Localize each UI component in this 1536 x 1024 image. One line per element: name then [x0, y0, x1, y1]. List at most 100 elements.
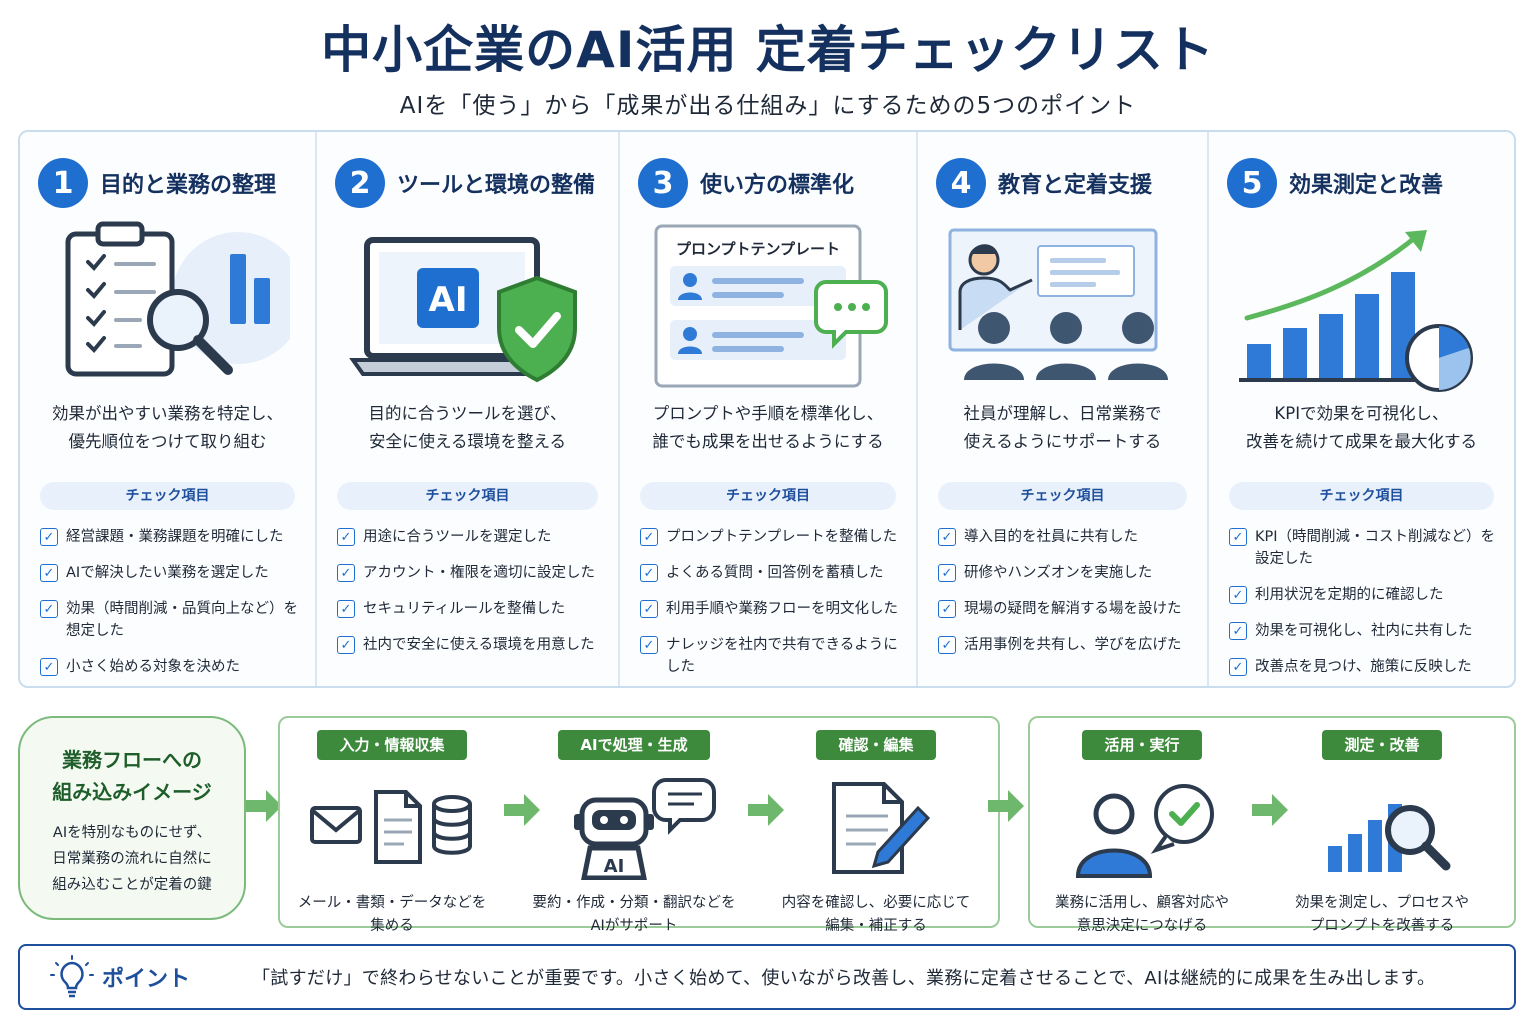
workflow-step-review: 確認・編集 内容を確認し、必要に応じて編集・補正する	[766, 730, 986, 938]
check-items-label: チェック項目	[40, 482, 295, 510]
column-purpose: 1 目的と業務の整理 効果が出やすい業務を特定し、優先順位をつけて取り組む チェッ…	[20, 132, 317, 686]
check-list: ✓KPI（時間削減・コスト削減など）を設定した ✓利用状況を定期的に確認した ✓…	[1229, 526, 1506, 692]
arrow-right-icon	[246, 790, 282, 822]
step-text: メール・書類・データなどを集める	[297, 895, 487, 934]
checkbox-checked-icon[interactable]: ✓	[40, 658, 58, 676]
document-pen-icon	[832, 782, 931, 874]
step-label: AIで処理・生成	[558, 730, 710, 760]
check-item[interactable]: ✓効果（時間削減・品質向上など）を想定した	[40, 598, 307, 642]
workflow-intro-text: AIを特別なものにせず、日常業務の流れに自然に組み込むことが定着の鍵	[52, 825, 212, 893]
point-label: ポイント	[102, 967, 191, 992]
check-items-label: チェック項目	[337, 482, 598, 510]
check-list: ✓プロンプトテンプレートを整備した ✓よくある質問・回答例を蓄積した ✓利用手順…	[640, 526, 908, 692]
check-item[interactable]: ✓利用状況を定期的に確認した	[1229, 584, 1506, 606]
check-item[interactable]: ✓よくある質問・回答例を蓄積した	[640, 562, 908, 584]
check-item[interactable]: ✓小さく始める対象を決めた	[40, 656, 307, 678]
svg-text:AI: AI	[429, 280, 468, 320]
workflow-step-input: 入力・情報収集 メール・書類・データなどを集める	[282, 730, 502, 938]
point-text: 「試すだけ」で終わらせないことが重要です。小さく始めて、使いながら改善し、業務に…	[252, 968, 1436, 989]
checkbox-checked-icon[interactable]: ✓	[640, 564, 658, 582]
column-description: KPIで効果を可視化し、改善を続けて成果を最大化する	[1246, 404, 1477, 451]
checkbox-checked-icon[interactable]: ✓	[337, 528, 355, 546]
column-title: ツールと環境の整備	[397, 173, 596, 198]
column-description: プロンプトや手順を標準化し、誰でも成果を出せるようにする	[652, 404, 884, 451]
check-item[interactable]: ✓プロンプトテンプレートを整備した	[640, 526, 908, 548]
checkbox-checked-icon[interactable]: ✓	[40, 528, 58, 546]
training-presentation-icon	[948, 228, 1168, 380]
step-number: 2	[335, 158, 385, 208]
check-list: ✓経営課題・業務課題を明確にした ✓AIで解決したい業務を選定した ✓効果（時間…	[40, 526, 307, 692]
column-title: 使い方の標準化	[700, 173, 855, 198]
column-title: 目的と業務の整理	[100, 173, 277, 198]
checkbox-checked-icon[interactable]: ✓	[1229, 658, 1247, 676]
chart-magnifier-icon	[1328, 804, 1451, 872]
checkbox-checked-icon[interactable]: ✓	[337, 600, 355, 618]
arrow-right-icon	[748, 794, 784, 826]
check-item[interactable]: ✓経営課題・業務課題を明確にした	[40, 526, 307, 548]
checkbox-checked-icon[interactable]: ✓	[938, 528, 956, 546]
laptop-shield-icon: AI	[349, 237, 577, 383]
check-item[interactable]: ✓改善点を見つけ、施策に反映した	[1229, 656, 1506, 678]
arrow-right-icon	[1252, 794, 1288, 826]
check-item[interactable]: ✓研修やハンズオンを実施した	[938, 562, 1199, 584]
checkbox-checked-icon[interactable]: ✓	[938, 636, 956, 654]
checkbox-checked-icon[interactable]: ✓	[640, 600, 658, 618]
arrow-right-icon	[504, 794, 540, 826]
step-text: 業務に活用し、顧客対応や意思決定につなげる	[1055, 895, 1229, 934]
check-item[interactable]: ✓用途に合うツールを選定した	[337, 526, 610, 548]
step-label: 確認・編集	[816, 730, 936, 760]
check-item[interactable]: ✓KPI（時間削減・コスト削減など）を設定した	[1229, 526, 1506, 570]
check-item[interactable]: ✓効果を可視化し、社内に共有した	[1229, 620, 1506, 642]
check-item[interactable]: ✓活用事例を共有し、学びを広げた	[938, 634, 1199, 656]
checkbox-checked-icon[interactable]: ✓	[40, 600, 58, 618]
step-label: 測定・改善	[1322, 730, 1442, 760]
check-item[interactable]: ✓ナレッジを社内で共有できるようにした	[640, 634, 908, 678]
check-item[interactable]: ✓アカウント・権限を適切に設定した	[337, 562, 610, 584]
check-items-label: チェック項目	[640, 482, 896, 510]
workflow-step-measure: 測定・改善 効果を測定し、プロセスやプロンプトを改善する	[1272, 730, 1492, 938]
svg-text:AI: AI	[604, 856, 625, 877]
checkbox-checked-icon[interactable]: ✓	[1229, 586, 1247, 604]
check-list: ✓導入目的を社員に共有した ✓研修やハンズオンを実施した ✓現場の疑問を解消する…	[938, 526, 1199, 670]
prompt-template-icon: プロンプトテンプレート	[654, 224, 888, 388]
check-item[interactable]: ✓セキュリティルールを整備した	[337, 598, 610, 620]
check-item[interactable]: ✓利用手順や業務フローを明文化した	[640, 598, 908, 620]
robot-chat-icon: AI	[574, 778, 716, 881]
growth-chart-icon	[1239, 230, 1473, 392]
clipboard-magnifier-icon	[65, 221, 290, 377]
page-subtitle: AIを「使う」から「成果が出る仕組み」にするための5つのポイント	[399, 93, 1137, 119]
column-description: 目的に合うツールを選び、安全に使える環境を整える	[368, 404, 567, 451]
checkbox-checked-icon[interactable]: ✓	[337, 564, 355, 582]
checkbox-checked-icon[interactable]: ✓	[640, 528, 658, 546]
checkbox-checked-icon[interactable]: ✓	[938, 564, 956, 582]
step-label: 活用・実行	[1082, 730, 1202, 760]
column-standardization: 3 使い方の標準化 プロンプトテンプレート プロンプトや手順を標準化し、誰でも成果…	[620, 132, 918, 686]
column-description: 効果が出やすい業務を特定し、優先順位をつけて取り組む	[52, 404, 283, 451]
check-items-label: チェック項目	[938, 482, 1187, 510]
step-number: 3	[638, 158, 688, 208]
checkbox-checked-icon[interactable]: ✓	[1229, 622, 1247, 640]
step-number: 1	[38, 158, 88, 208]
check-item[interactable]: ✓AIで解決したい業務を選定した	[40, 562, 307, 584]
column-description: 社員が理解し、日常業務で使えるようにサポートする	[963, 404, 1162, 451]
page-title: 中小企業のAI活用 定着チェックリスト	[321, 21, 1215, 79]
step-label: 入力・情報収集	[317, 730, 467, 760]
checkbox-checked-icon[interactable]: ✓	[1229, 528, 1247, 546]
check-item[interactable]: ✓導入目的を社員に共有した	[938, 526, 1199, 548]
column-title: 教育と定着支援	[998, 173, 1153, 198]
checkbox-checked-icon[interactable]: ✓	[938, 600, 956, 618]
checkbox-checked-icon[interactable]: ✓	[40, 564, 58, 582]
check-item[interactable]: ✓社内で安全に使える環境を用意した	[337, 634, 610, 656]
check-items-label: チェック項目	[1229, 482, 1494, 510]
check-item[interactable]: ✓現場の疑問を解消する場を設けた	[938, 598, 1199, 620]
checkbox-checked-icon[interactable]: ✓	[337, 636, 355, 654]
person-check-icon	[1075, 784, 1214, 878]
lightbulb-icon	[50, 955, 94, 998]
workflow-group-ai: 入力・情報収集 メール・書類・データなどを集める AIで処理・生成 AI 要約・…	[278, 716, 1000, 934]
checkbox-checked-icon[interactable]: ✓	[640, 636, 658, 654]
column-tools: 2 ツールと環境の整備 AI 目的に合うツールを選び、安全に使える環境を整える チ…	[317, 132, 620, 686]
step-number: 5	[1227, 158, 1277, 208]
